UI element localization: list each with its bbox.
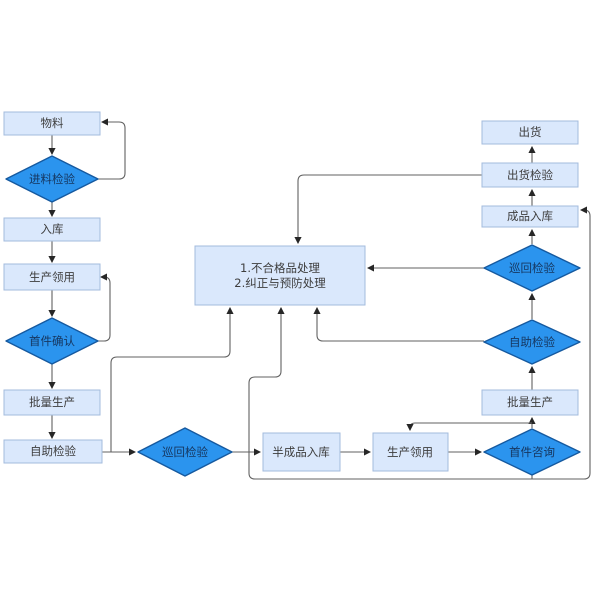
node-batch-production-2[interactable]: 批量生产: [481, 389, 579, 416]
node-shipment[interactable]: 出货: [481, 120, 579, 145]
node-warehouse-in-label: 入库: [41, 222, 64, 236]
node-self-inspection-1-label: 自助检验: [30, 444, 76, 458]
node-material-label: 物料: [41, 116, 64, 130]
node-material[interactable]: 物料: [3, 111, 101, 136]
node-shipment-inspection[interactable]: 出货检验: [481, 162, 579, 188]
node-production-requisition-1-label: 生产领用: [29, 270, 75, 284]
node-semi-finished-in[interactable]: 半成品入库: [262, 432, 341, 472]
node-finished-goods-in-label: 成品入库: [507, 209, 553, 223]
connector-first-article-consult-loop-to-production-requisition-2: [406, 422, 532, 432]
node-batch-production-2-label: 批量生产: [507, 395, 553, 409]
node-shipment-inspection-label: 出货检验: [507, 168, 553, 182]
nodes: 物料 进料检验 入库 生产领用 首件确认 批量生产 自助检验 巡: [3, 111, 581, 477]
node-finished-goods-in[interactable]: 成品入库: [481, 205, 579, 228]
node-production-requisition-2-label: 生产领用: [387, 445, 433, 459]
node-patrol-inspection-1-label: 巡回检验: [162, 445, 208, 459]
node-shipment-label: 出货: [519, 125, 542, 139]
connector-incoming-inspection-loop-to-material: [98, 118, 126, 180]
node-incoming-inspection[interactable]: 进料检验: [5, 155, 99, 203]
node-semi-finished-in-label: 半成品入库: [272, 445, 330, 459]
node-self-inspection-1[interactable]: 自助检验: [3, 439, 103, 464]
node-first-article-confirm[interactable]: 首件确认: [5, 317, 99, 365]
node-patrol-inspection-2[interactable]: 巡回检验: [483, 244, 581, 292]
node-warehouse-in[interactable]: 入库: [3, 217, 101, 242]
node-patrol-inspection-2-label: 巡回检验: [509, 261, 555, 275]
node-first-article-consult-label: 首件咨询: [509, 445, 555, 459]
node-incoming-inspection-label: 进料检验: [29, 172, 75, 186]
node-production-requisition-1[interactable]: 生产领用: [3, 263, 101, 291]
node-batch-production-1-label: 批量生产: [29, 395, 75, 409]
node-nonconforming-handling-line1: 1.不合格品处理: [240, 261, 320, 275]
node-first-article-consult[interactable]: 首件咨询: [483, 428, 581, 476]
node-nonconforming-handling[interactable]: 1.不合格品处理 2.纠正与预防处理: [194, 245, 366, 306]
node-self-inspection-2[interactable]: 自助检验: [483, 319, 581, 365]
connector-first-article-consult-to-nonconforming: [248, 306, 533, 480]
connector-first-article-confirm-loop-to-production-requisition-1: [98, 273, 111, 342]
node-production-requisition-2[interactable]: 生产领用: [372, 432, 449, 472]
node-first-article-confirm-label: 首件确认: [29, 334, 75, 348]
connector-loop-to-finished-goods-in: [532, 206, 591, 480]
connector-self-inspection-2-to-nonconforming: [313, 306, 484, 342]
node-nonconforming-handling-line2: 2.纠正与预防处理: [234, 276, 326, 290]
connector-self-inspection-1-to-nonconforming: [110, 306, 234, 452]
node-self-inspection-2-label: 自助检验: [509, 335, 555, 349]
connector-shipment-inspection-to-nonconforming: [294, 174, 482, 245]
node-batch-production-1[interactable]: 批量生产: [3, 389, 101, 416]
connectors: [48, 118, 591, 480]
node-patrol-inspection-1[interactable]: 巡回检验: [137, 427, 233, 477]
